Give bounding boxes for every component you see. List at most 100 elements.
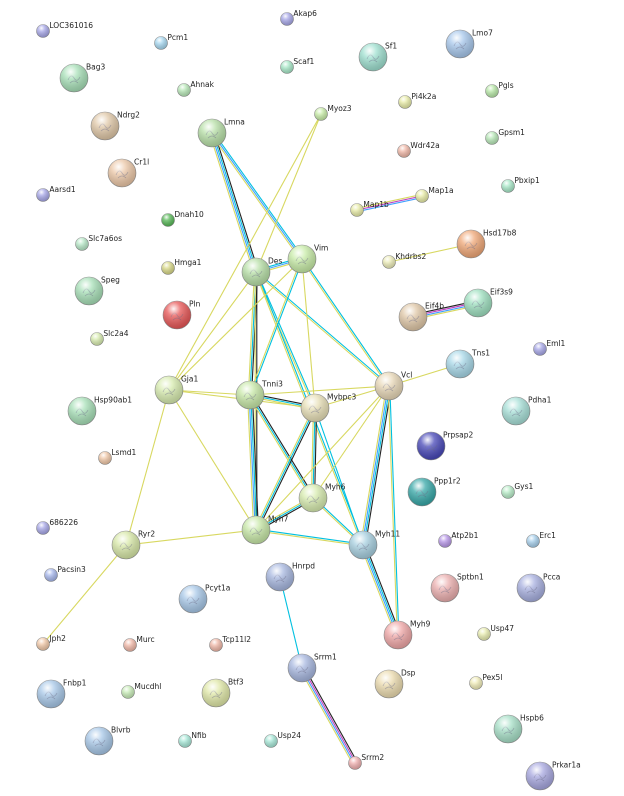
node-pcyt1a[interactable]: Pcyt1a <box>178 584 230 614</box>
node-hsp90ab1[interactable]: Hsp90ab1 <box>67 396 132 426</box>
node-map1b[interactable]: Map1b <box>350 200 389 217</box>
node-myoz3[interactable]: Myoz3 <box>314 104 352 121</box>
node-slc7a6os[interactable]: Slc7a6os <box>75 234 123 251</box>
node-label: Pacsin3 <box>57 565 86 574</box>
node-des[interactable]: Des <box>241 257 282 287</box>
node-jph2[interactable]: Jph2 <box>36 634 67 651</box>
node-bag3[interactable]: Bag3 <box>59 63 106 93</box>
node-gja1[interactable]: Gja1 <box>154 375 198 405</box>
node-loc361016[interactable]: LOC361016 <box>36 21 94 38</box>
node-label: Tnni3 <box>261 380 283 389</box>
node-label: Lsmd1 <box>111 448 136 457</box>
node-myh6[interactable]: Myh6 <box>298 483 346 513</box>
node-label: Pln <box>189 300 201 309</box>
node-label: Fnbp1 <box>63 679 87 688</box>
node-usp47[interactable]: Usp47 <box>477 624 515 641</box>
node-btf3[interactable]: Btf3 <box>201 678 244 708</box>
node-tnni3[interactable]: Tnni3 <box>235 380 283 410</box>
node-erc1[interactable]: Erc1 <box>526 531 557 548</box>
node-gpsm1[interactable]: Gpsm1 <box>485 128 526 145</box>
node-sf1[interactable]: Sf1 <box>358 42 397 72</box>
node-pex5l[interactable]: Pex5l <box>469 673 503 690</box>
node-atp2b1[interactable]: Atp2b1 <box>438 531 479 548</box>
node-lmo7[interactable]: Lmo7 <box>445 29 493 59</box>
node-usp24[interactable]: Usp24 <box>264 731 302 748</box>
node-gloss <box>501 179 515 193</box>
edge-strand <box>168 389 257 531</box>
node-gloss <box>469 676 483 690</box>
node-prpsap2[interactable]: Prpsap2 <box>416 431 473 461</box>
node-eif3s9[interactable]: Eif3s9 <box>463 288 513 318</box>
node-pcm1[interactable]: Pcm1 <box>154 33 189 50</box>
node-eml1[interactable]: Eml1 <box>533 339 566 356</box>
node-srrm2[interactable]: Srrm2 <box>348 753 385 770</box>
node-eif4b[interactable]: Eif4b <box>398 302 444 332</box>
node-pdha1[interactable]: Pdha1 <box>501 396 552 426</box>
node-gloss <box>408 478 436 506</box>
node-hspb6[interactable]: Hspb6 <box>493 714 544 744</box>
edge-strand <box>255 530 363 547</box>
node-gloss <box>36 188 50 202</box>
node-ppp1r2[interactable]: Ppp1r2 <box>407 477 461 507</box>
node-speg[interactable]: Speg <box>74 276 120 306</box>
node-layer: LOC361016Akap6Pcm1Sf1Lmo7Scaf1Bag3AhnakP… <box>36 9 581 791</box>
node-prkar1a[interactable]: Prkar1a <box>525 761 581 791</box>
node-gloss <box>85 727 113 755</box>
node-dsp[interactable]: Dsp <box>374 669 416 699</box>
node-akap6[interactable]: Akap6 <box>280 9 318 26</box>
node-sptbn1[interactable]: Sptbn1 <box>430 573 484 603</box>
node-lsmd1[interactable]: Lsmd1 <box>98 448 137 465</box>
node-label: 686226 <box>49 518 78 527</box>
node-pbxip1[interactable]: Pbxip1 <box>501 176 540 193</box>
node-label: Atp2b1 <box>451 531 478 540</box>
node-srrm1[interactable]: Srrm1 <box>287 653 337 683</box>
node-gloss <box>75 237 89 251</box>
node-myh9[interactable]: Myh9 <box>383 620 431 650</box>
node-vim[interactable]: Vim <box>287 244 328 274</box>
node-myh7[interactable]: Myh7 <box>241 515 289 545</box>
node-686226[interactable]: 686226 <box>36 518 79 535</box>
node-pacsin3[interactable]: Pacsin3 <box>44 565 87 582</box>
node-scaf1[interactable]: Scaf1 <box>280 57 315 74</box>
node-label: Map1a <box>428 186 453 195</box>
edge-strand <box>303 666 358 763</box>
edge-mybpc3-myh6 <box>310 407 318 499</box>
node-ahnak[interactable]: Ahnak <box>177 80 215 97</box>
node-pgls[interactable]: Pgls <box>485 81 514 98</box>
node-gloss <box>37 680 65 708</box>
node-hnrpd[interactable]: Hnrpd <box>265 562 315 592</box>
node-aarsd1[interactable]: Aarsd1 <box>36 185 76 202</box>
node-mybpc3[interactable]: Mybpc3 <box>300 393 357 423</box>
node-pcca[interactable]: Pcca <box>516 573 560 603</box>
node-ryr2[interactable]: Ryr2 <box>111 530 155 560</box>
node-ndrg2[interactable]: Ndrg2 <box>90 111 140 141</box>
node-tns1[interactable]: Tns1 <box>445 349 490 379</box>
node-nfib[interactable]: Nfib <box>178 731 207 748</box>
node-label: Gpsm1 <box>498 128 525 137</box>
node-map1a[interactable]: Map1a <box>415 186 454 203</box>
edge-strand <box>363 544 400 635</box>
node-pln[interactable]: Pln <box>162 300 201 330</box>
node-gys1[interactable]: Gys1 <box>501 482 534 499</box>
node-vcl[interactable]: Vcl <box>374 371 412 401</box>
node-murc[interactable]: Murc <box>123 635 155 652</box>
node-gloss <box>90 332 104 346</box>
node-tcp11l2[interactable]: Tcp11l2 <box>209 635 252 652</box>
node-wdr42a[interactable]: Wdr42a <box>397 141 440 158</box>
node-slc2a4[interactable]: Slc2a4 <box>90 329 129 346</box>
node-fnbp1[interactable]: Fnbp1 <box>36 679 87 709</box>
node-lmna[interactable]: Lmna <box>197 118 245 148</box>
node-gloss <box>438 534 452 548</box>
node-hsd17b8[interactable]: Hsd17b8 <box>456 229 517 259</box>
edge-strand <box>389 385 400 635</box>
node-myh11[interactable]: Myh11 <box>348 530 400 560</box>
node-gloss <box>68 397 96 425</box>
node-pi4k2a[interactable]: Pi4k2a <box>398 92 437 109</box>
node-blvrb[interactable]: Blvrb <box>84 726 131 756</box>
node-mucdhl[interactable]: Mucdhl <box>121 682 162 699</box>
node-cr1l[interactable]: Cr1l <box>107 158 149 188</box>
node-gloss <box>75 277 103 305</box>
node-khdrbs2[interactable]: Khdrbs2 <box>382 252 427 269</box>
node-hmga1[interactable]: Hmga1 <box>161 258 202 275</box>
node-dnah10[interactable]: Dnah10 <box>161 210 205 227</box>
